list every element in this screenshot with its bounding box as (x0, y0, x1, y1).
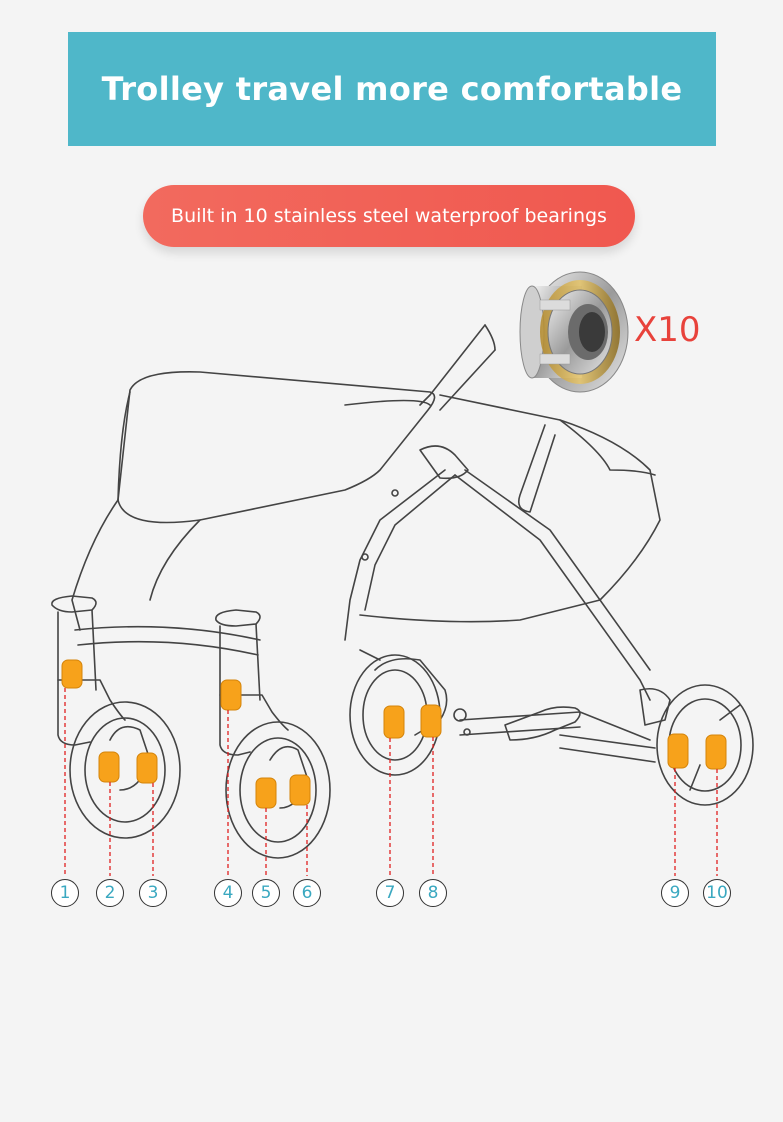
bearing-marker-2 (98, 751, 120, 783)
bearing-marker-4 (220, 679, 242, 711)
bearing-marker-9 (667, 733, 689, 769)
callout-9: 9 (661, 879, 689, 907)
bearing-multiplier: X10 (634, 310, 701, 350)
callout-10: 10 (703, 879, 731, 907)
header-banner: Trolley travel more comfortable (68, 32, 716, 146)
bearing-marker-8 (420, 704, 442, 738)
callout-1: 1 (51, 879, 79, 907)
callout-8: 8 (419, 879, 447, 907)
page-title: Trolley travel more comfortable (101, 70, 683, 108)
feature-pill: Built in 10 stainless steel waterproof b… (143, 185, 635, 247)
callout-6: 6 (293, 879, 321, 907)
feature-pill-text: Built in 10 stainless steel waterproof b… (171, 205, 607, 227)
callout-3: 3 (139, 879, 167, 907)
callout-5: 5 (252, 879, 280, 907)
bearing-marker-7 (383, 705, 405, 739)
bearing-marker-6 (289, 774, 311, 806)
bearing-marker-10 (705, 734, 727, 770)
bearing-marker-1 (61, 659, 83, 689)
callout-7: 7 (376, 879, 404, 907)
bearing-image (519, 271, 629, 393)
callout-4: 4 (214, 879, 242, 907)
callout-2: 2 (96, 879, 124, 907)
bearing-marker-5 (255, 777, 277, 809)
bearing-marker-3 (136, 752, 158, 784)
